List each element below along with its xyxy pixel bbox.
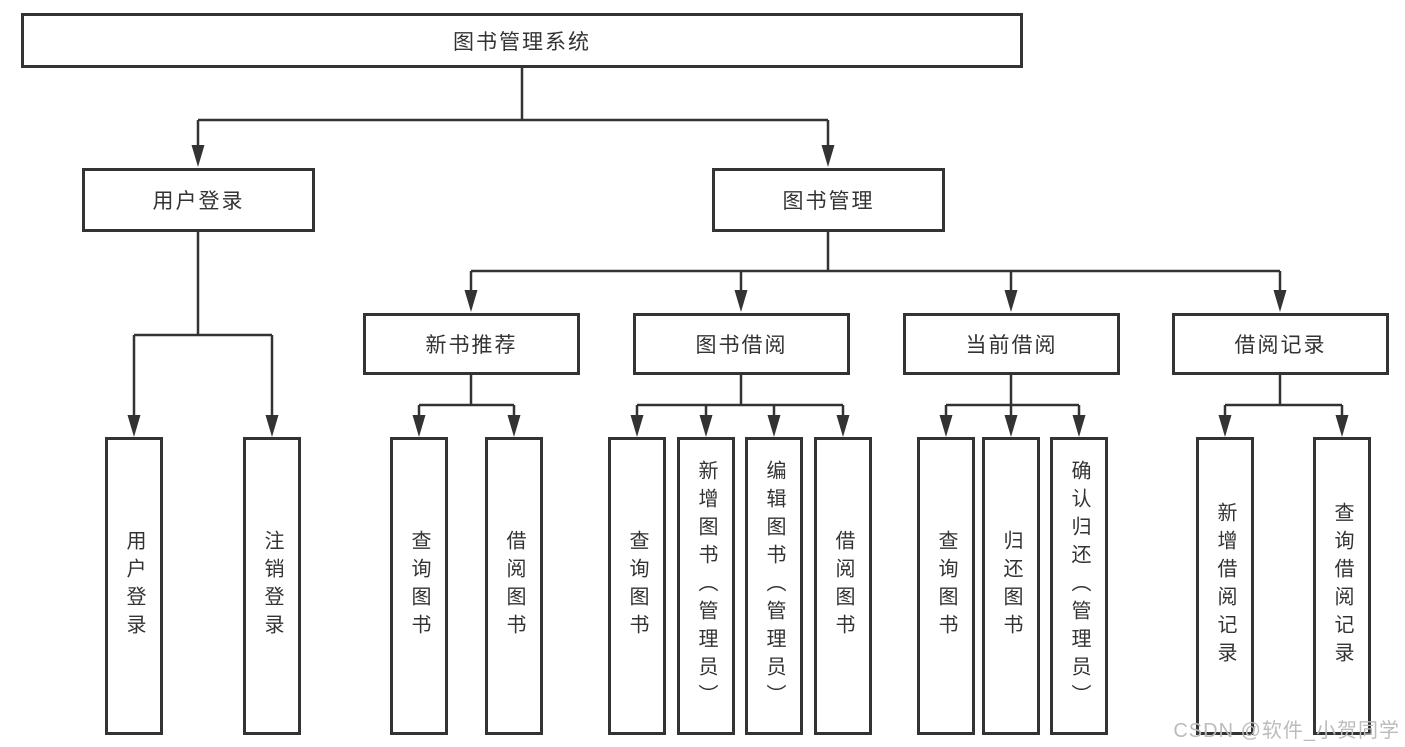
node-user-login: 用户登录 <box>82 168 315 232</box>
leaf-query-books-recommend: 查询图书 <box>390 437 448 735</box>
leaf-query-books-borrow: 查询图书 <box>608 437 666 735</box>
leaf-add-borrow-record: 新增借阅记录 <box>1196 437 1254 735</box>
node-borrowing-records: 借阅记录 <box>1172 313 1389 375</box>
leaf-edit-books-admin: 编辑图书（管理员） <box>745 437 803 735</box>
leaf-confirm-return-admin: 确认归还（管理员） <box>1050 437 1108 735</box>
leaf-logout: 注销登录 <box>243 437 301 735</box>
node-current-borrowing: 当前借阅 <box>903 313 1120 375</box>
node-root: 图书管理系统 <box>21 13 1023 68</box>
watermark: CSDN @软件_小贺同学 <box>1173 720 1400 742</box>
leaf-user-login: 用户登录 <box>105 437 163 735</box>
leaf-return-books: 归还图书 <box>982 437 1040 735</box>
leaf-query-books-current: 查询图书 <box>917 437 975 735</box>
leaf-query-borrow-record: 查询借阅记录 <box>1313 437 1371 735</box>
node-book-borrowing: 图书借阅 <box>633 313 850 375</box>
leaf-add-books-admin: 新增图书（管理员） <box>677 437 735 735</box>
leaf-borrow-books-recommend: 借阅图书 <box>485 437 543 735</box>
node-new-book-recommendation: 新书推荐 <box>363 313 580 375</box>
leaf-borrow-books: 借阅图书 <box>814 437 872 735</box>
node-book-management: 图书管理 <box>712 168 945 232</box>
